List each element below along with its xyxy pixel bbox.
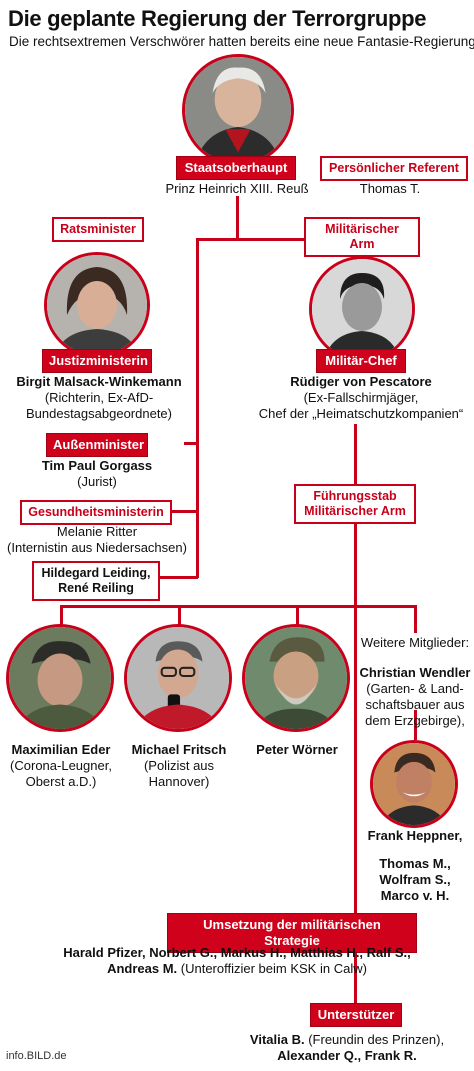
connector-line — [184, 442, 198, 445]
desc-eder-2: Oberst a.D.) — [25, 774, 97, 789]
portrait-icon — [47, 255, 147, 355]
page-subtitle: Die rechtsextremen Verschwörer hatten be… — [9, 34, 474, 49]
desc-fritsch-2: Hannover) — [148, 774, 210, 789]
photo-pescatore — [309, 256, 415, 362]
unterstuetzer-line-1: Vitalia B. (Freundin des Prinzen), — [220, 1032, 474, 1048]
role-militaer-chef: Militär-Chef — [316, 349, 406, 373]
connector-line — [60, 605, 416, 608]
connector-line — [414, 710, 417, 740]
label-ratsminister: Ratsminister — [52, 217, 144, 242]
desc-malsack-winkemann-1: (Richterin, Ex-AfD- — [44, 390, 154, 405]
name-gorgass: Tim Paul Gorgass — [41, 458, 153, 473]
connector-line — [354, 424, 357, 484]
label-fuehrungsstab: Führungsstab Militärischer Arm — [294, 484, 416, 524]
portrait-icon — [373, 743, 455, 825]
photo-heppner — [370, 740, 458, 828]
label-unterstuetzer: Unterstützer — [310, 1003, 402, 1027]
role-justizministerin: Justizministerin — [42, 349, 152, 373]
portrait-icon — [312, 259, 412, 359]
desc-wendler-2: schaftsbauer aus — [365, 697, 465, 712]
name-reiling: René Reiling — [58, 581, 134, 595]
source-footer: info.BILD.de — [6, 1050, 67, 1062]
desc-eder-1: (Corona-Leugner, — [10, 758, 112, 773]
photo-eder — [6, 624, 114, 732]
desc-wendler-1: (Garten- & Land- — [366, 681, 464, 696]
connector-line — [178, 605, 181, 625]
portrait-icon — [245, 627, 347, 729]
portrait-icon — [185, 57, 291, 163]
umsetzung-names-1: Harald Pfizer, Norbert G., Markus H., Ma… — [63, 945, 411, 960]
fuehrungsstab-line1: Führungsstab — [313, 489, 397, 503]
role-referent: Persönlicher Referent — [320, 156, 468, 181]
connector-line — [60, 605, 63, 625]
desc-pescatore-2: Chef der „Heimatschutzkompanien“ — [258, 406, 464, 421]
fuehrungsstab-line2: Militärischer Arm — [304, 504, 406, 518]
photo-woerner — [242, 624, 350, 732]
photo-reuss — [182, 54, 294, 166]
desc-malsack-winkemann-2: Bundestagsabgeordnete) — [25, 406, 172, 421]
desc-gorgass: (Jurist) — [77, 474, 117, 489]
photo-malsack-winkemann — [44, 252, 150, 358]
connector-line — [196, 238, 358, 241]
unterstuetzer-line-2: Alexander Q., Frank R. — [277, 1048, 417, 1063]
desc-wendler-3: dem Erzgebirge), — [365, 713, 465, 728]
name-referent: Thomas T. — [359, 181, 421, 196]
name-ritter: Melanie Ritter — [56, 524, 138, 539]
name-woerner: Peter Wörner — [256, 742, 338, 757]
name-heppner: Frank Heppner, — [367, 828, 463, 843]
portrait-icon — [127, 627, 229, 729]
name-wolfram-s: Wolfram S., — [379, 872, 451, 887]
connector-line — [236, 196, 239, 240]
page-title: Die geplante Regierung der Terrorgruppe — [8, 6, 427, 31]
name-malsack-winkemann: Birgit Malsack-Winkemann — [16, 374, 182, 389]
umsetzung-names-2: Andreas M. (Unteroffizier beim KSK in Ca… — [4, 961, 470, 977]
name-leiding: Hildegard Leiding, — [41, 566, 151, 580]
connector-line — [414, 605, 417, 633]
desc-fritsch-1: (Polizist aus — [143, 758, 215, 773]
desc-ritter: (Internistin aus Niedersachsen) — [7, 540, 187, 555]
name-pescatore: Rüdiger von Pescatore — [290, 374, 432, 389]
desc-pescatore-1: (Ex-Fallschirmjäger, — [303, 390, 419, 405]
name-fritsch: Michael Fritsch — [131, 742, 227, 757]
name-eder: Maximilian Eder — [11, 742, 111, 757]
label-weitere-mitglieder: Weitere Mitglieder: — [360, 635, 470, 650]
box-leiding-reiling: Hildegard Leiding, René Reiling — [32, 561, 160, 601]
connector-line — [170, 510, 198, 513]
name-vitalia-b: Vitalia B. — [249, 1032, 305, 1047]
role-gesundheitsministerin: Gesundheitsministerin — [20, 500, 172, 525]
name-thomas-m: Thomas M., — [379, 856, 451, 871]
desc-andreas-m: (Unteroffizier beim KSK in Calw) — [177, 961, 367, 976]
connector-line — [160, 576, 198, 579]
role-aussenminister: Außenminister — [46, 433, 148, 457]
name-wendler: Christian Wendler — [359, 665, 471, 680]
photo-fritsch — [124, 624, 232, 732]
desc-vitalia-b: (Freundin des Prinzen), — [304, 1032, 445, 1047]
name-andreas-m: Andreas M. — [107, 961, 178, 976]
label-militaerischer-arm: Militärischer Arm — [304, 217, 420, 257]
connector-line — [296, 605, 299, 625]
portrait-icon — [9, 627, 111, 729]
name-marco-vh: Marco v. H. — [380, 888, 450, 903]
role-staatsoberhaupt: Staatsoberhaupt — [176, 156, 296, 180]
connector-line — [196, 238, 199, 578]
label-umsetzung: Umsetzung der militärischen Strategie — [167, 913, 417, 953]
name-reuss: Prinz Heinrich XIII. Reuß — [165, 181, 309, 196]
connector-line — [354, 524, 357, 1010]
